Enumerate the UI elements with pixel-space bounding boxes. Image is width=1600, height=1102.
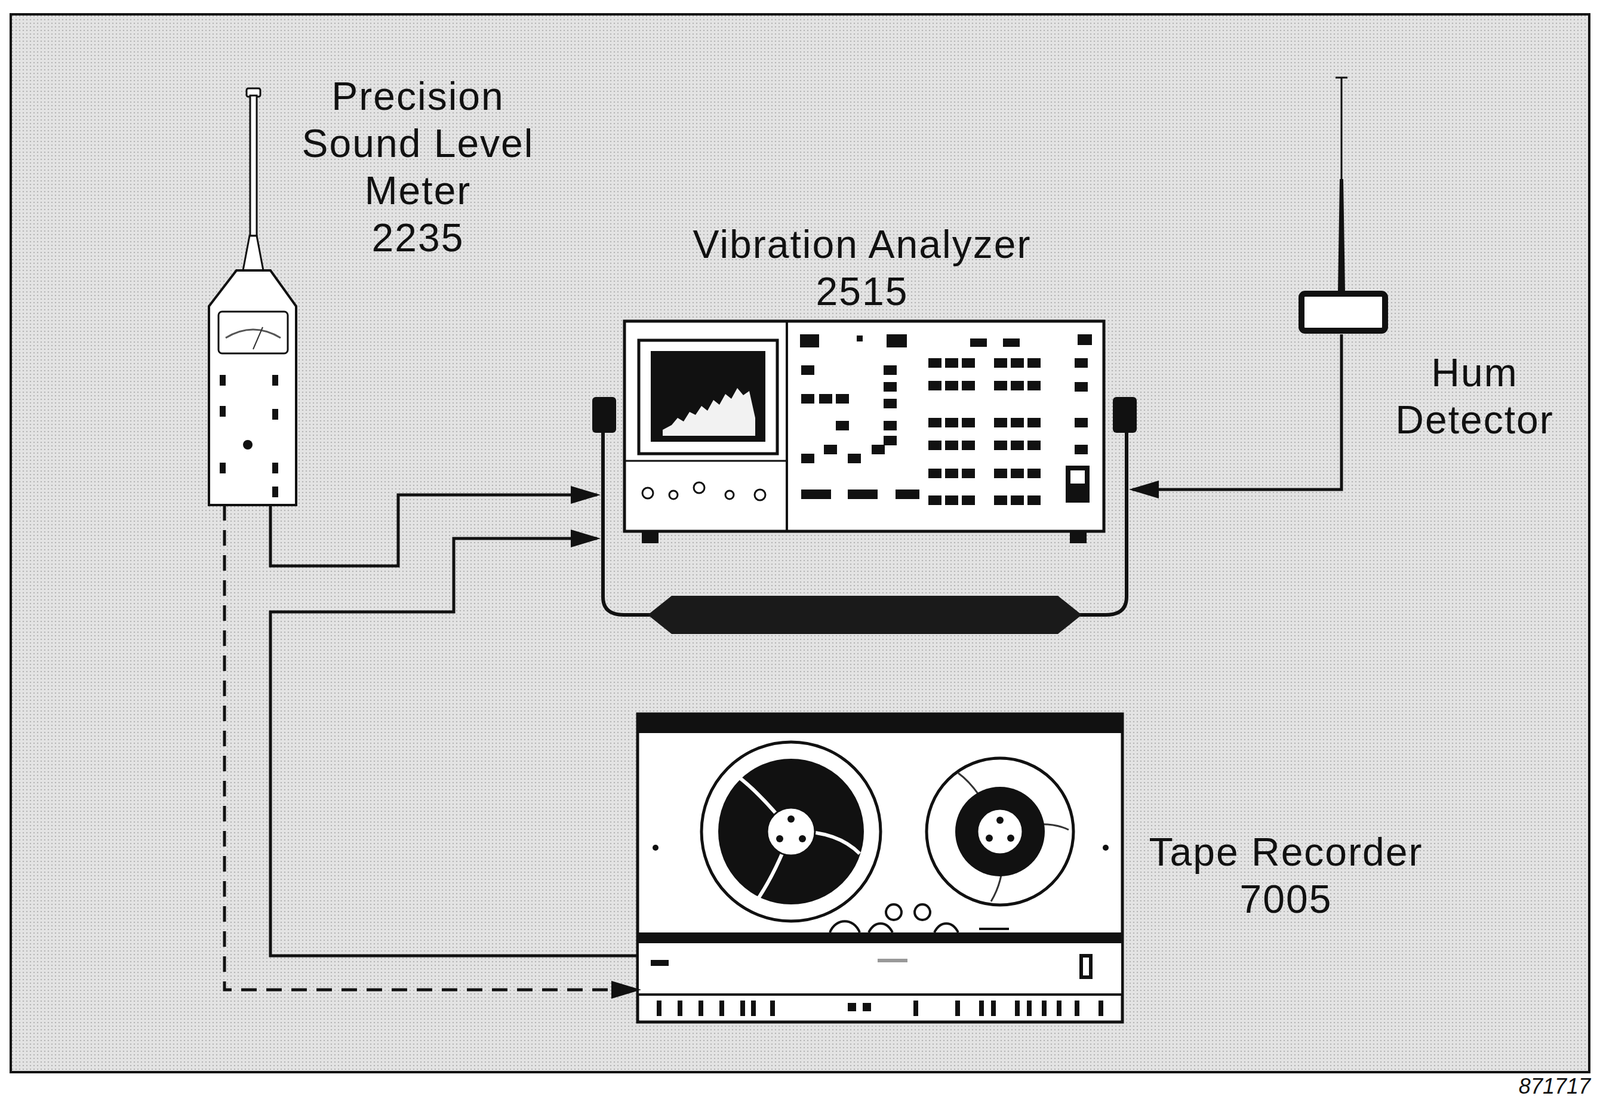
signal-cable bbox=[270, 538, 638, 956]
device-label: Tape Recorder bbox=[1124, 828, 1448, 876]
hum-detector-drawing bbox=[1301, 77, 1386, 331]
device-label-block: Tape Recorder7005 bbox=[1124, 828, 1448, 923]
device-label: Precision Sound Level Meter bbox=[283, 72, 553, 215]
device-label: Hum Detector bbox=[1385, 349, 1565, 444]
device-label-block: Hum Detector bbox=[1385, 349, 1565, 444]
figure-number: 871717 bbox=[1517, 1074, 1592, 1099]
device-box: Tape Recorder7005 bbox=[637, 714, 1123, 1023]
device-box: Hum Detector bbox=[1297, 75, 1389, 335]
device-box: Vibration Analyzer2515 bbox=[597, 321, 1133, 635]
signal-cable bbox=[224, 505, 638, 990]
sound-level-meter-drawing bbox=[208, 88, 297, 506]
device-label: Vibration Analyzer bbox=[682, 220, 1042, 269]
device-label: 2235 bbox=[283, 214, 553, 262]
vibration-analyzer-drawing bbox=[592, 321, 1137, 635]
device-label: 7005 bbox=[1124, 875, 1448, 923]
device-label-block: Vibration Analyzer2515 bbox=[682, 220, 1042, 316]
device-label-block: Precision Sound Level Meter2235 bbox=[283, 72, 553, 262]
device-label: 2515 bbox=[682, 268, 1042, 316]
signal-cable bbox=[270, 494, 598, 566]
device-box: Precision Sound Level Meter2235 bbox=[208, 88, 297, 506]
signal-cable bbox=[1132, 334, 1342, 490]
tape-recorder-drawing bbox=[637, 714, 1123, 1023]
frame bbox=[10, 14, 1590, 1073]
